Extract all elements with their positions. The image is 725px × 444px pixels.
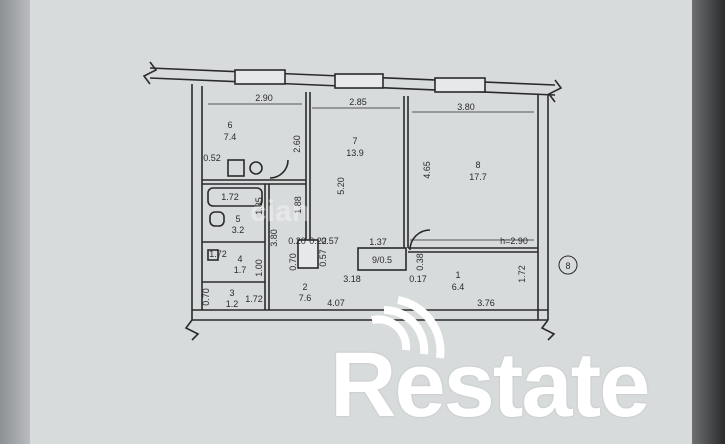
logo-text: Restate <box>330 334 650 436</box>
dim-3-80: 3.80 <box>457 102 475 112</box>
dim-1-72-b: 1.72 <box>209 249 227 259</box>
room-2-area: 7.6 <box>299 293 312 303</box>
room-1-number: 1 <box>455 270 460 280</box>
room-5-number: 5 <box>235 214 240 224</box>
dim-0-22: 0.22 <box>309 236 327 246</box>
dim-0-38: 0.38 <box>415 253 425 271</box>
dimension-labels: 2.90 2.85 3.80 2.60 5.20 4.65 0.52 1.72 … <box>201 93 528 308</box>
dim-1-72-d: 1.72 <box>245 294 263 304</box>
dim-2-90: 2.90 <box>255 93 273 103</box>
watermark-text: cian <box>250 195 311 228</box>
dim-3-80-b: 3.80 <box>269 229 279 247</box>
room-1-area: 6.4 <box>452 282 465 292</box>
room-7-number: 7 <box>352 136 357 146</box>
room-6-area: 7.4 <box>224 132 237 142</box>
dim-5-20: 5.20 <box>336 177 346 195</box>
room-8-number: 8 <box>475 160 480 170</box>
dim-2-85: 2.85 <box>349 97 367 107</box>
room-8-area: 17.7 <box>469 172 487 182</box>
dim-h-2-90: h=2.90 <box>500 236 528 246</box>
dim-3-76: 3.76 <box>477 298 495 308</box>
dim-0-57: 0.57 <box>318 249 328 267</box>
room-2-number: 2 <box>302 282 307 292</box>
dim-1-72-c: 1.72 <box>517 265 527 283</box>
room-4-number: 4 <box>237 254 242 264</box>
axis-marker-circle <box>558 255 578 275</box>
walls <box>142 61 563 341</box>
dim-4-65: 4.65 <box>422 161 432 179</box>
dim-2-60: 2.60 <box>292 135 302 153</box>
dim-1-72-a: 1.72 <box>221 192 239 202</box>
dim-0-70: 0.70 <box>288 253 298 271</box>
room-3-number: 3 <box>229 288 234 298</box>
room-9-label: 9/0.5 <box>372 255 392 265</box>
room-7-area: 13.9 <box>346 148 364 158</box>
dim-1-85: 1.85 <box>254 197 264 215</box>
dim-0-52: 0.52 <box>203 153 221 163</box>
dim-1-00: 1.00 <box>254 259 264 277</box>
room-3-area: 1.2 <box>226 299 239 309</box>
sheet-left-edge <box>0 0 30 444</box>
dim-4-07: 4.07 <box>327 298 345 308</box>
dim-0-57-b: 0.57 <box>321 236 339 246</box>
logo-mark <box>371 296 445 359</box>
dim-0-20: 0.20 <box>288 236 306 246</box>
dim-1-37: 1.37 <box>369 237 387 247</box>
dim-0-70-b: 0.70 <box>201 288 211 306</box>
dim-0-17: 0.17 <box>409 274 427 284</box>
room-5-area: 3.2 <box>232 225 245 235</box>
dim-3-18: 3.18 <box>343 274 361 284</box>
dim-1-88: 1.88 <box>293 196 303 214</box>
sheet-right-shadow <box>692 0 725 444</box>
room-4-area: 1.7 <box>234 265 247 275</box>
room-labels: 6 7.4 7 13.9 8 17.7 5 3.2 4 1.7 3 1.2 2 … <box>224 120 487 309</box>
axis-marker-label: 8 <box>565 261 570 271</box>
room-6-number: 6 <box>227 120 232 130</box>
